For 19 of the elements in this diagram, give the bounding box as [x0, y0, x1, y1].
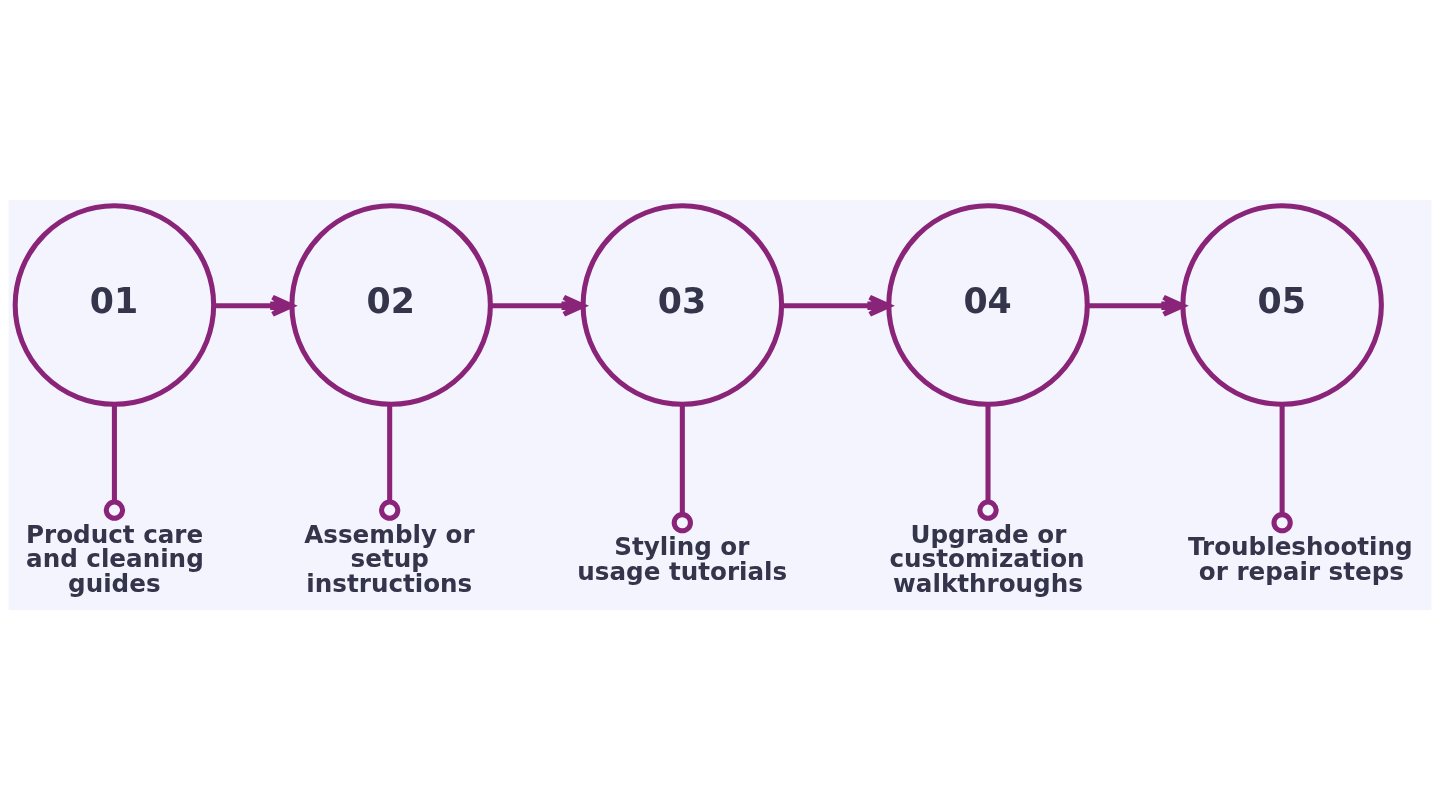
- node-circle: 02: [289, 203, 493, 407]
- node-circle: 01: [12, 203, 217, 407]
- node-text: Assembly or setup instructions: [304, 519, 475, 599]
- connector: [103, 404, 126, 521]
- arrow: [1087, 294, 1186, 317]
- node-text: Troubleshooting or repair steps: [1187, 532, 1413, 586]
- connector: [379, 404, 401, 521]
- node-text: Styling or usage tutorials: [577, 532, 788, 586]
- arrow: [213, 294, 295, 317]
- node-text: Upgrade or customization walkthroughs: [889, 519, 1085, 599]
- node-circle: 04: [886, 203, 1090, 407]
- connector: [977, 404, 999, 521]
- node-circle: 05: [1180, 203, 1384, 407]
- arrow: [781, 294, 892, 317]
- node-circle: 03: [580, 203, 785, 407]
- connector: [1271, 404, 1293, 534]
- node-text: Product care and cleaning guides: [26, 519, 204, 599]
- connector: [671, 404, 693, 534]
- arrow: [490, 294, 586, 317]
